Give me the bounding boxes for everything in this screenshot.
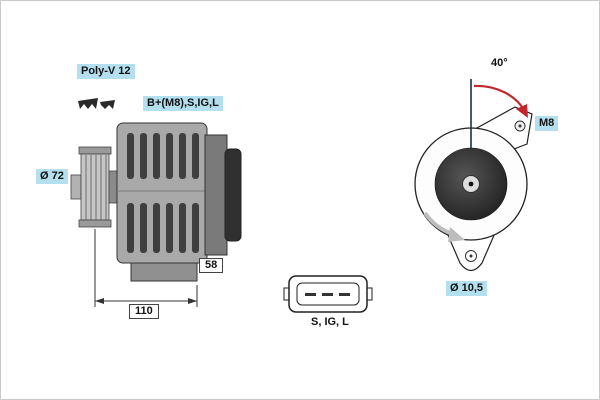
connector-pins-label: S, IG, L [307, 315, 353, 330]
connector-plug [283, 275, 373, 313]
belt-type-label: Poly-V 12 [77, 64, 135, 79]
dimension-110-label: 110 [129, 304, 159, 319]
pulley-diameter-label: Ø 72 [36, 169, 68, 184]
alternator-side-view [70, 98, 242, 307]
rotation-arrow-icon [423, 211, 465, 242]
terminal-designation-label: B+(M8),S,IG,L [143, 96, 223, 111]
hole-diameter-label: Ø 10,5 [446, 281, 488, 296]
m8-bolt-hole [514, 120, 526, 132]
angle-arrow-icon [473, 84, 528, 118]
belt-cross-section-icon [78, 98, 115, 109]
angle-40-label: 40° [487, 56, 512, 71]
mounting-foot [130, 262, 198, 282]
lower-bolt-hole [465, 250, 477, 262]
alternator-front-view [414, 79, 533, 272]
housing [116, 122, 242, 264]
pulley [70, 146, 112, 228]
shaft-center-dot [468, 181, 474, 187]
dimension-58-label: 58 [199, 258, 224, 273]
m8-bolt-label: M8 [535, 116, 559, 131]
dimension-110 [94, 229, 198, 307]
